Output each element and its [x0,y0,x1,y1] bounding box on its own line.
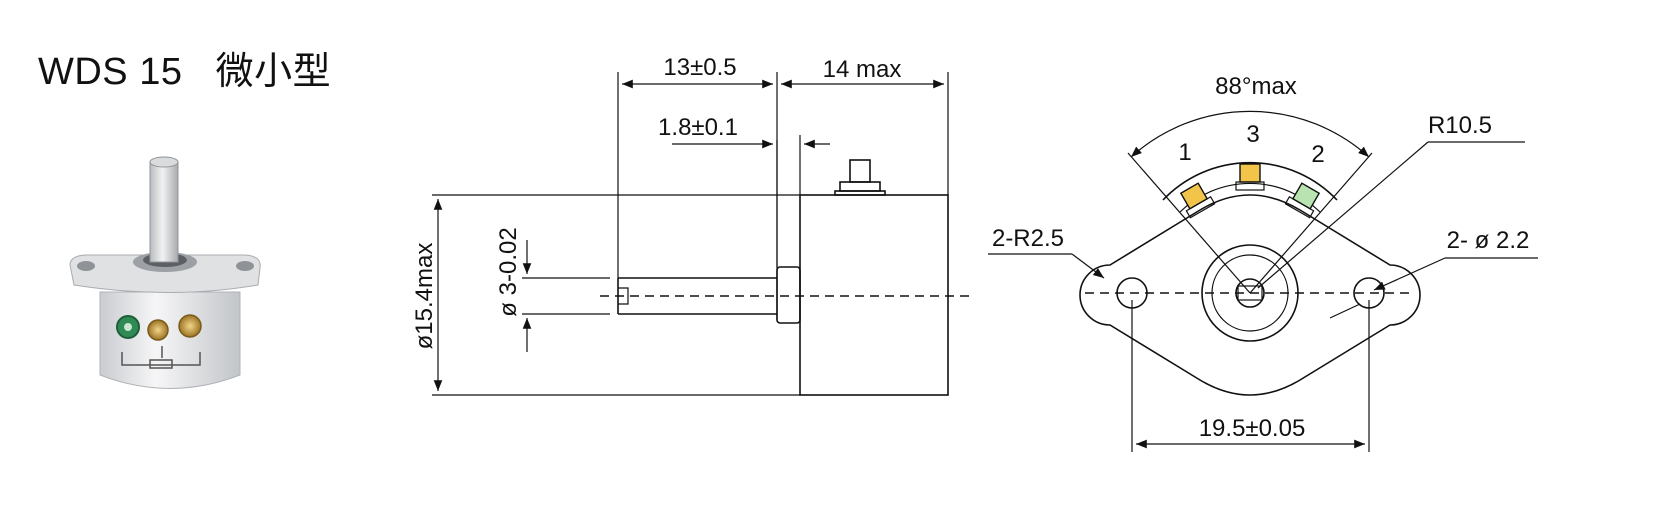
side-view: 13±0.5 14 max 1.8±0.1 ø15.4max ø 3 -0.02 [411,54,970,396]
dim-body-dia: ø15.4max [411,243,438,350]
dim-hole-spacing: 19.5±0.05 [1199,415,1306,442]
terminal-label-1: 1 [1178,139,1191,166]
product-title: WDS 15 微小型 [38,51,332,93]
dim-holes-dia: 2- ø 2.2 [1447,227,1530,254]
dim-shaft-tolerance: -0.02 [495,227,522,282]
product-photo [69,156,261,389]
dim-radius: R10.5 [1428,112,1492,139]
front-view: 1 3 2 88°max R10.5 2-R2.5 2- ø 2.2 19.5±… [988,73,1538,452]
dim-holes-radius: 2-R2.5 [992,225,1064,252]
terminal-label-2: 2 [1311,141,1324,168]
dim-flange: 1.8±0.1 [658,114,738,141]
dim-shaft-dia: ø 3 [495,282,522,317]
dim-length-14max: 14 max [823,56,902,83]
dim-length-13: 13±0.5 [663,54,736,81]
dim-angle: 88°max [1215,73,1297,100]
terminal-label-3: 3 [1246,121,1259,148]
